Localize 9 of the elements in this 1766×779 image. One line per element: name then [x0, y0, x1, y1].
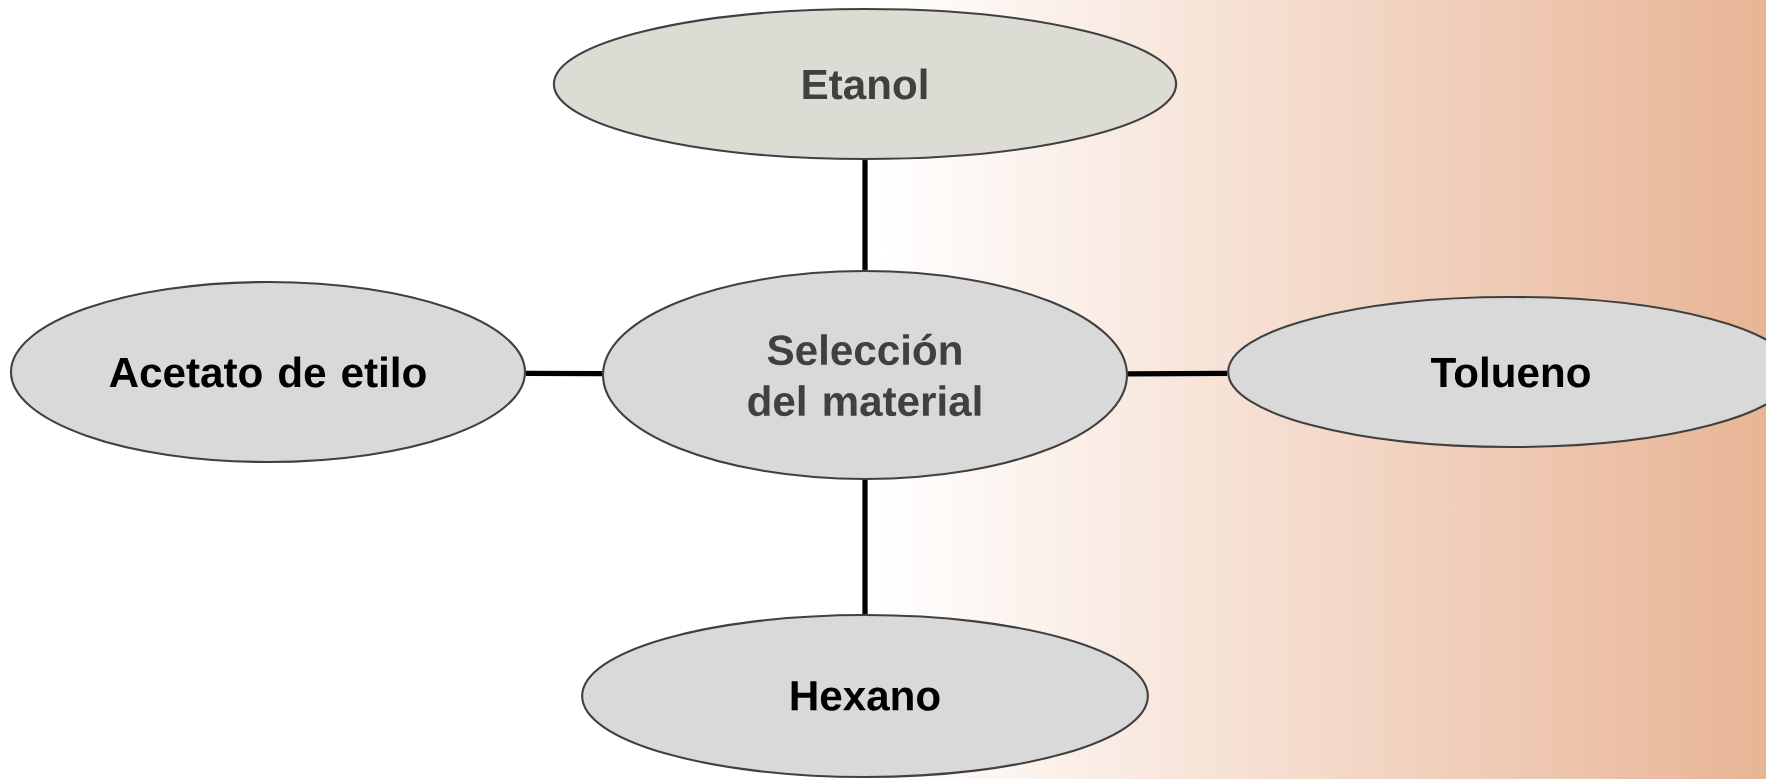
connector-line [1128, 370, 1228, 377]
ellipse-node: Tolueno [1227, 295, 1766, 449]
ellipse-node: Selección del material [601, 269, 1129, 481]
connector-line [862, 160, 868, 270]
connector-line [526, 370, 602, 377]
ellipse-node: Etanol [552, 7, 1178, 161]
ellipse-node: Hexano [581, 613, 1149, 779]
ellipse-node: Acetato de etilo [9, 280, 527, 464]
connector-line [862, 480, 868, 614]
